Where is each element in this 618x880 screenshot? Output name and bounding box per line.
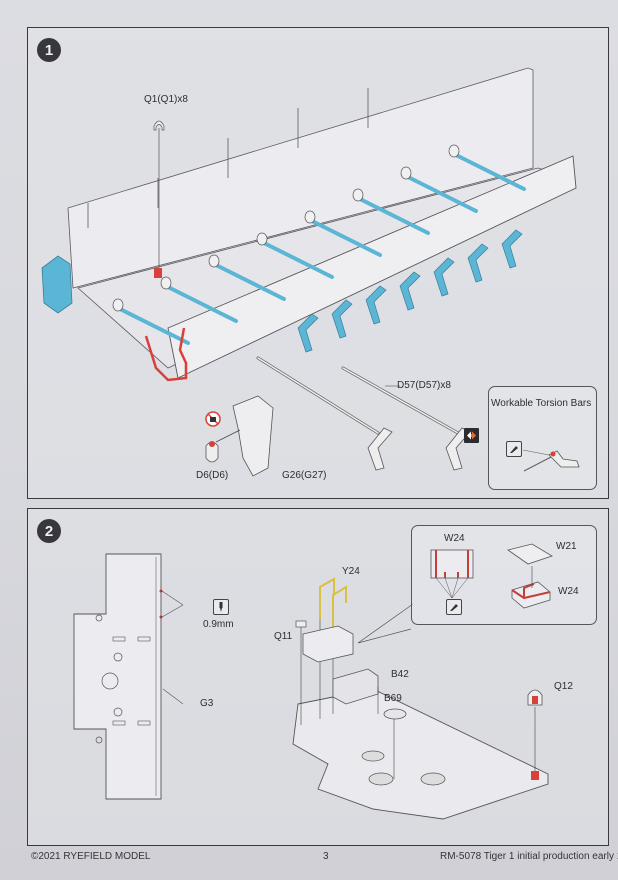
torsion-bar <box>116 306 190 345</box>
inset-title: Workable Torsion Bars <box>491 398 592 409</box>
torsion-bar-mount <box>352 188 364 202</box>
floor-plate <box>292 688 549 820</box>
drill-icon <box>213 599 229 615</box>
glue-outline <box>144 327 188 382</box>
hull-lower-drawing <box>41 67 577 477</box>
swing-arm <box>399 271 421 311</box>
hull-side-wall <box>67 67 534 289</box>
swing-arm <box>501 229 523 269</box>
torsion-bar-mount <box>112 298 124 312</box>
torsion-bar <box>212 262 286 301</box>
swing-arms-group <box>297 229 523 353</box>
torsion-bar-mount <box>160 276 172 290</box>
rear-idler-mount <box>41 255 73 314</box>
part-label-w21: W21 <box>556 541 577 552</box>
part-label-w24-right: W24 <box>558 586 579 597</box>
part-label-b69: B69 <box>384 693 402 704</box>
torsion-bar <box>164 284 238 323</box>
part-label-d6: D6(D6) <box>196 470 229 481</box>
drill-size-label: 0.9mm <box>203 619 234 630</box>
torsion-bar <box>404 174 478 213</box>
swing-arm <box>467 243 489 283</box>
w21-part <box>507 543 553 565</box>
storage-box <box>302 625 354 663</box>
g26-part <box>232 395 274 477</box>
footer-copyright: ©2021 RYEFIELD MODEL <box>31 851 151 862</box>
alternative-option-arrow-icon <box>464 428 479 443</box>
swing-arm <box>297 313 319 353</box>
footer-product-title: RM-5078 Tiger 1 initial production early… <box>440 851 618 862</box>
part-label-b42: B42 <box>391 669 409 680</box>
photo-etch-inset: W24 W21 W24 <box>411 525 597 625</box>
part-label-q11: Q11 <box>274 631 293 642</box>
part-label-d57: D57(D57)x8 <box>397 380 451 391</box>
part-label-q12: Q12 <box>554 681 573 692</box>
q11-part <box>295 620 307 628</box>
q12-position-marker <box>531 771 539 780</box>
part-label-w24-top: W24 <box>444 533 465 544</box>
torsion-bar-mount <box>304 210 316 224</box>
w24-flat-part <box>430 549 474 579</box>
torsion-bar <box>260 240 334 279</box>
step2-drawing <box>73 553 549 820</box>
torsion-bar <box>356 196 430 235</box>
part-label-g3: G3 <box>200 698 214 709</box>
swing-arm <box>365 285 387 325</box>
torsion-bars-group <box>112 144 526 345</box>
g3-plate <box>73 553 162 800</box>
part-label-q1: Q1(Q1)x8 <box>144 94 188 105</box>
q1-part-marker <box>154 268 162 278</box>
knife-cut-icon <box>506 441 522 457</box>
torsion-bar-mount <box>256 232 268 246</box>
workable-torsion-bars-inset: Workable Torsion Bars <box>488 386 597 490</box>
no-glue-icon <box>205 411 221 427</box>
torsion-bar <box>308 218 382 257</box>
torsion-bar-mount <box>448 144 460 158</box>
torsion-bar <box>452 152 526 191</box>
step-number-badge: 1 <box>37 38 61 62</box>
knife-cut-icon <box>446 599 462 615</box>
torsion-bar-mount <box>400 166 412 180</box>
b69-part <box>383 708 407 720</box>
part-label-g26: G26(G27) <box>282 470 327 481</box>
step-1-panel: 1 <box>27 27 609 499</box>
step-number-badge: 2 <box>37 519 61 543</box>
y24-part-2 <box>332 585 347 627</box>
step-2-panel: 2 <box>27 508 609 846</box>
footer-page-number: 3 <box>323 851 329 862</box>
drill-point <box>159 589 163 593</box>
swing-arm <box>433 257 455 297</box>
q1-part <box>153 120 165 131</box>
drill-point <box>159 615 163 619</box>
w24-folded-part <box>511 581 551 609</box>
y24-part-1 <box>319 577 335 619</box>
torsion-bar-mount <box>208 254 220 268</box>
torsion-bar-detail <box>522 449 580 472</box>
d57-arm-1 <box>367 427 393 471</box>
d6-glue-point <box>209 441 215 447</box>
swing-arm <box>331 299 353 339</box>
part-label-y24: Y24 <box>342 566 360 577</box>
photo-etch-detail <box>430 543 553 609</box>
